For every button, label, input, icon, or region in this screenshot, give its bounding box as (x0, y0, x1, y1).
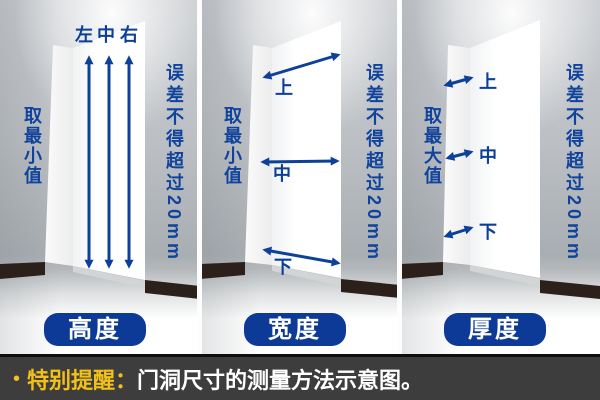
door-jamb-face (245, 45, 272, 265)
arrow-label-right: 右 (120, 25, 138, 45)
measure-arrow-top (443, 75, 474, 88)
panel-width: 上 中 下 取最小值 误差不得超过20mm (200, 0, 400, 354)
door-opening (272, 21, 341, 278)
arrow-label-center: 中 (97, 25, 115, 45)
measure-arrow-top (262, 52, 341, 80)
banner-highlight-text: 特别提醒： (27, 367, 138, 393)
arrow-label-middle: 中 (479, 146, 497, 166)
arrow-label-top: 上 (479, 72, 497, 92)
badge-height: 高度 (44, 313, 146, 346)
panel-divider (197, 0, 202, 354)
measure-arrow-middle (260, 156, 340, 167)
note-take-max: 取最大值 (422, 106, 442, 186)
note-take-min: 取最小值 (222, 106, 242, 186)
note-tolerance: 误差不得超过20mm (164, 63, 184, 264)
note-tolerance: 误差不得超过20mm (364, 63, 384, 264)
baseboard-right (145, 280, 200, 299)
panel-height: 左 中 右 取最小值 误差不得超过20mm (0, 0, 200, 354)
baseboard-left (200, 262, 245, 279)
arrow-label-middle: 中 (273, 164, 291, 184)
arrow-label-top: 上 (275, 78, 293, 98)
panel-thickness: 上 中 下 取最大值 误差不得超过20mm (400, 0, 600, 354)
baseboard-left (0, 262, 45, 279)
badge-width: 宽度 (244, 313, 346, 346)
measure-arrow-bottom (262, 246, 341, 267)
baseboard-right (341, 279, 400, 298)
panel-divider (397, 0, 402, 354)
arrow-label-bottom: 下 (274, 257, 292, 277)
measure-arrow-middle (445, 149, 474, 161)
threshold-shadow (73, 266, 145, 288)
arrow-label-left: 左 (75, 25, 93, 45)
threshold-shadow (470, 265, 540, 286)
scene: 左 中 右 取最小值 误差不得超过20mm 上 中 下 取最小值 误差不得超过2… (0, 0, 600, 354)
door-opening (470, 20, 540, 278)
threshold-shadow (272, 265, 341, 286)
note-tolerance: 误差不得超过20mm (564, 63, 584, 264)
measure-arrow-bottom (443, 225, 474, 239)
banner-body-text: 门洞尺寸的测量方法示意图。 (137, 367, 424, 393)
baseboard-right (540, 280, 600, 299)
notice-banner: • 特别提醒： 门洞尺寸的测量方法示意图。 (0, 354, 600, 400)
badge-thickness: 厚度 (444, 313, 546, 346)
bullet-icon: • (13, 367, 21, 390)
arrow-label-bottom: 下 (479, 222, 497, 242)
note-take-min: 取最小值 (22, 106, 42, 186)
door-jamb-face (45, 45, 73, 266)
baseboard-left (400, 262, 443, 279)
